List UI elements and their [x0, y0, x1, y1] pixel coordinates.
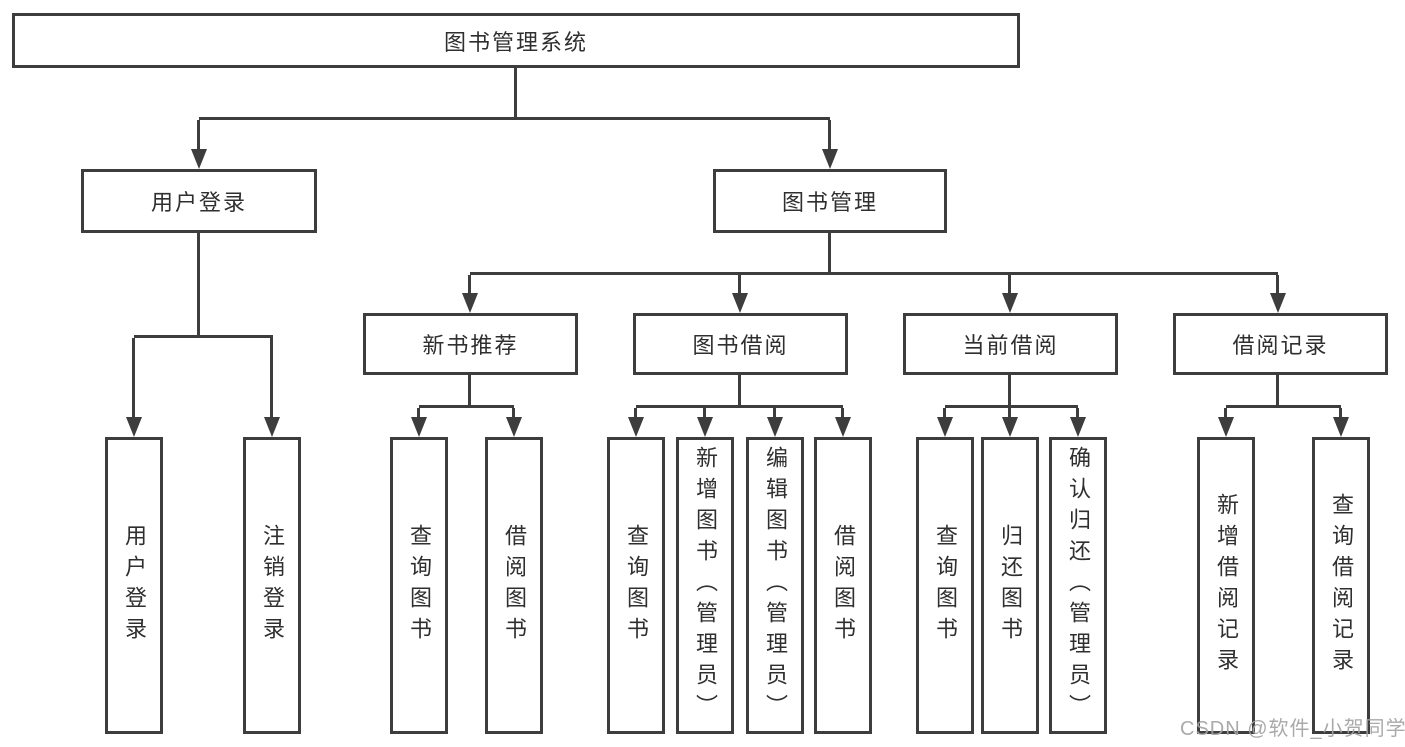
leaf-query-books: 查询图书 [607, 437, 665, 734]
arrow-down-icon [1002, 417, 1018, 437]
leaf-logout: 注销登录 [243, 437, 301, 734]
connector-drop [634, 408, 637, 418]
arrow-down-icon [462, 293, 478, 313]
node-borrowing-records: 借阅记录 [1173, 313, 1388, 375]
arrow-down-icon [264, 417, 280, 437]
connector-bookmgmt-stem [828, 233, 831, 273]
connector-drop [270, 338, 273, 418]
connector-drop [132, 338, 135, 418]
connector-borrowing-stem [738, 375, 741, 406]
node-book-borrowing: 图书借阅 [633, 313, 848, 375]
leaf-user-login: 用户登录 [105, 437, 163, 734]
connector-drop [943, 408, 946, 418]
arrow-down-icon [835, 417, 851, 437]
arrow-down-icon [1002, 293, 1018, 313]
leaf-query-books: 查询图书 [916, 437, 974, 734]
leaf-add-borrow-record: 新增借阅记录 [1197, 437, 1255, 734]
arrow-down-icon [1070, 417, 1086, 437]
node-library-management-system: 图书管理系统 [12, 13, 1020, 68]
leaf-borrow-books: 借阅图书 [814, 437, 872, 734]
connector-drop [703, 408, 706, 418]
arrow-down-icon [191, 149, 207, 169]
connector-drop [1008, 275, 1011, 294]
arrow-down-icon [732, 293, 748, 313]
arrow-down-icon [628, 417, 644, 437]
node-user-login: 用户登录 [81, 169, 317, 233]
connector-records-stem [1276, 375, 1279, 406]
connector-userlogin-stem [197, 233, 200, 336]
watermark: CSDN @软件_小贺同学 [1180, 718, 1405, 740]
node-new-book-recommendation: 新书推荐 [363, 313, 578, 375]
leaf-confirm-return-admin: 确认归还（管理员） [1049, 437, 1107, 734]
connector-drop [841, 408, 844, 418]
arrow-down-icon [1270, 293, 1286, 313]
connector-bookmgmt-horizontal [470, 272, 1278, 275]
connector-drop [773, 408, 776, 418]
connector-drop [512, 408, 515, 418]
node-book-management: 图书管理 [713, 169, 947, 233]
node-current-borrowing: 当前借阅 [903, 313, 1118, 375]
connector-drop [738, 275, 741, 294]
connector-root-stem [514, 68, 517, 118]
connector-drop [1076, 408, 1079, 418]
arrow-down-icon [822, 149, 838, 169]
connector-newbook-horizontal [419, 405, 514, 408]
arrow-down-icon [1333, 417, 1349, 437]
arrow-down-icon [126, 417, 142, 437]
leaf-edit-book-admin: 编辑图书（管理员） [746, 437, 804, 734]
leaf-borrow-books: 借阅图书 [485, 437, 543, 734]
connector-records-horizontal [1226, 405, 1341, 408]
connector-drop [1339, 408, 1342, 418]
connector-drop [468, 275, 471, 294]
connector-drop [197, 120, 200, 150]
connector-borrowing-horizontal [636, 405, 843, 408]
connector-userlogin-horizontal [134, 335, 273, 338]
connector-drop [828, 120, 831, 150]
arrow-down-icon [937, 417, 953, 437]
leaf-query-books: 查询图书 [390, 437, 448, 734]
arrow-down-icon [506, 417, 522, 437]
connector-drop [1276, 275, 1279, 294]
arrow-down-icon [411, 417, 427, 437]
connector-current-horizontal [945, 405, 1078, 408]
leaf-query-borrow-record: 查询借阅记录 [1312, 437, 1370, 734]
connector-drop [1008, 408, 1011, 418]
arrow-down-icon [697, 417, 713, 437]
leaf-add-book-admin: 新增图书（管理员） [676, 437, 734, 734]
arrow-down-icon [767, 417, 783, 437]
connector-newbook-stem [468, 375, 471, 406]
connector-root-horizontal [199, 117, 830, 120]
leaf-return-book: 归还图书 [981, 437, 1039, 734]
connector-drop [1224, 408, 1227, 418]
arrow-down-icon [1218, 417, 1234, 437]
connector-current-stem [1008, 375, 1011, 406]
connector-drop [417, 408, 420, 418]
